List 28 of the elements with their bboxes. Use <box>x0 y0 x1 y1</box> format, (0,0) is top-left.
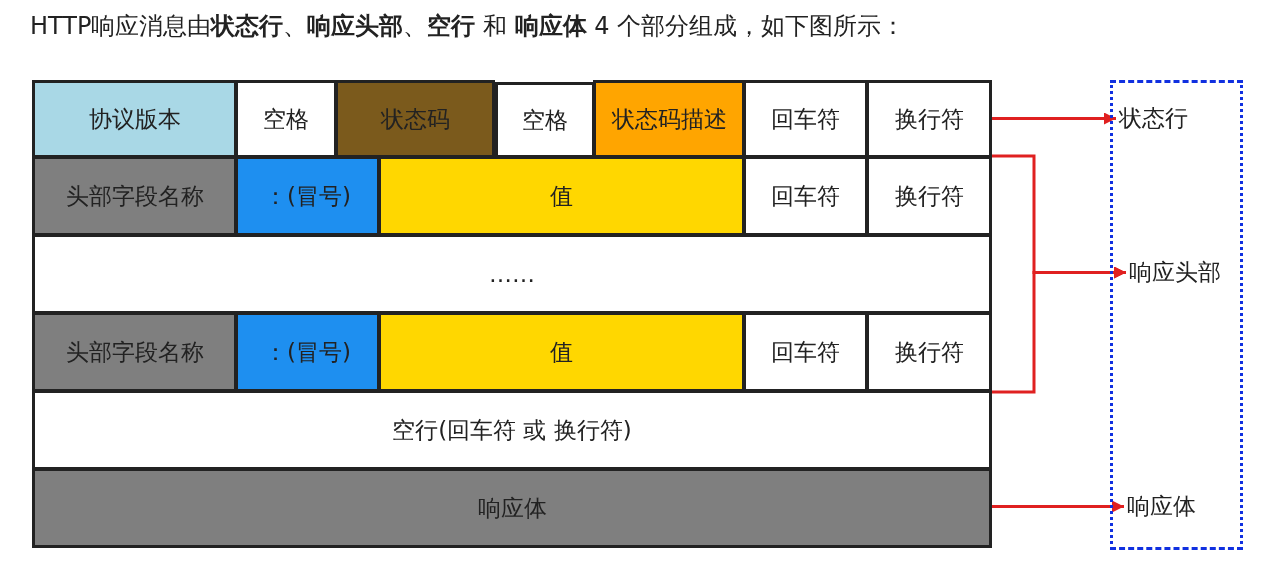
heading: HTTP响应消息由状态行、响应头部、空行 和 响应体 4 个部分组成，如下图所示： <box>30 11 906 42</box>
arrow <box>992 266 1126 394</box>
field-cell: 空格 <box>495 82 595 158</box>
field-cell: 回车符 <box>743 312 868 392</box>
field-cell: 换行符 <box>866 312 992 392</box>
field-cell: ：(冒号) <box>235 312 380 392</box>
field-cell: 头部字段名称 <box>32 156 237 236</box>
field-cell: 状态码描述 <box>593 80 745 158</box>
field-cell: 协议版本 <box>32 80 237 158</box>
field-cell: 响应体 <box>32 468 992 548</box>
part-label: 状态行 <box>1119 103 1188 134</box>
field-cell: 头部字段名称 <box>32 312 237 392</box>
field-cell: …… <box>32 234 992 314</box>
field-cell: ：(冒号) <box>235 156 380 236</box>
field-cell: 值 <box>378 312 745 392</box>
field-cell: 换行符 <box>866 80 992 158</box>
field-cell: 回车符 <box>743 80 868 158</box>
part-label: 响应头部 <box>1129 257 1221 288</box>
arrow <box>992 500 1124 513</box>
field-cell: 空行(回车符 或 换行符) <box>32 390 992 470</box>
field-cell: 回车符 <box>743 156 868 236</box>
field-cell: 值 <box>378 156 745 236</box>
dashed-frame <box>1110 80 1243 550</box>
arrow <box>992 112 1116 125</box>
field-cell: 空格 <box>235 80 337 158</box>
field-cell: 状态码 <box>335 80 495 158</box>
field-cell: 换行符 <box>866 156 992 236</box>
part-label: 响应体 <box>1127 491 1196 522</box>
